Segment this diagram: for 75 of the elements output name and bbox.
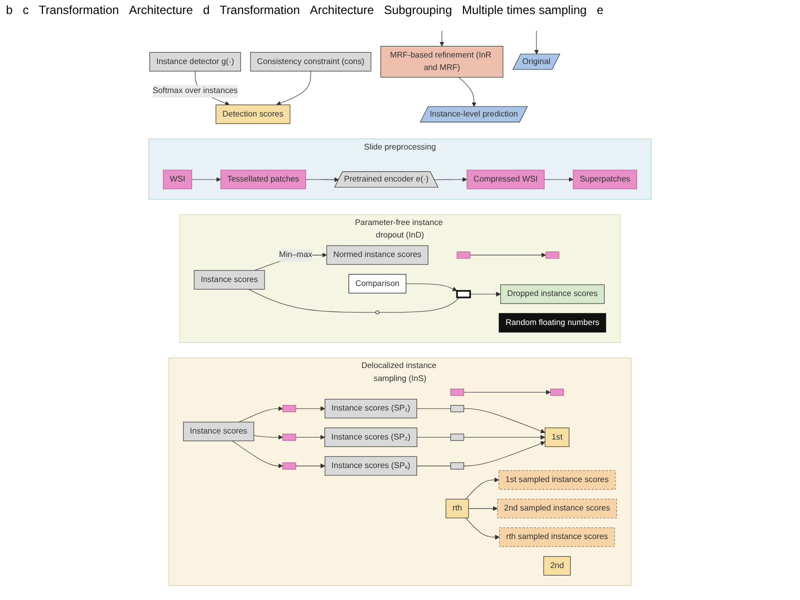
node-box: Dropped instance scores: [500, 284, 605, 304]
arrow: [276, 70, 311, 106]
node-box: Comparison: [348, 274, 406, 294]
connector: [378, 297, 460, 313]
node-box: Instance detector g(·): [149, 52, 241, 72]
node-bar: [456, 290, 471, 298]
node-box: Superpatches: [572, 170, 638, 190]
panel-text: e: [596, 3, 604, 17]
node-box: Instance scores (SP₁): [324, 398, 418, 418]
connector: [416, 437, 451, 438]
panel-text: c: [22, 3, 29, 17]
panel-text: Architecture: [310, 3, 374, 17]
node-box: Compressed WSI: [466, 170, 545, 190]
node-box: [282, 405, 296, 412]
node-box: [546, 252, 560, 259]
node-circle: [375, 310, 380, 314]
arrow: [464, 441, 546, 466]
arrow: [470, 292, 501, 297]
arrow: [534, 30, 539, 54]
node-box: rth sampled instance scores: [499, 528, 615, 547]
panel-text: Transformation: [38, 3, 119, 17]
node-box: [450, 434, 464, 441]
arrow: [192, 177, 221, 182]
arrow: [465, 478, 500, 500]
node-box: [450, 462, 464, 470]
arrow: [296, 406, 326, 412]
arrow: [465, 518, 500, 540]
panel-text: b: [6, 3, 13, 17]
node-box: Tessellated patches: [220, 170, 306, 190]
panel-text: d: [202, 3, 210, 17]
arrow: [470, 252, 546, 258]
node-box: Instance scores (SPₖ): [324, 456, 418, 476]
arrow: [254, 434, 283, 440]
arrow: [305, 177, 339, 182]
arrow: [296, 464, 326, 468]
arrow: [464, 434, 546, 440]
node-box: 1st: [544, 428, 570, 447]
edge-label: Min–max: [279, 250, 312, 260]
node-box: 2nd sampled instance scores: [497, 498, 617, 518]
node-box: Normed instance scores: [326, 245, 428, 265]
node-box: [282, 434, 296, 441]
arrow: [434, 177, 468, 182]
arrow: [406, 283, 458, 292]
node-box: Detection scores: [216, 104, 290, 124]
arrow: [464, 390, 551, 395]
node-box: rth: [446, 498, 469, 518]
node-box: Consistency constraint (cons): [250, 52, 372, 72]
arrow: [232, 440, 283, 468]
connector: [248, 288, 376, 313]
node-box: [450, 388, 464, 396]
arrow: [439, 30, 444, 46]
node-box: [282, 462, 296, 470]
panel-text: Transformation: [220, 3, 300, 17]
panel-text: Architecture: [128, 3, 193, 17]
panel-text: Multiple times sampling: [462, 3, 587, 17]
node-box: [450, 405, 464, 412]
arrow: [468, 506, 498, 511]
node-box: Instance scores: [183, 422, 254, 442]
node-box: 2nd: [543, 556, 571, 576]
arrow: [296, 434, 325, 440]
edge-label: Softmax over instances: [152, 86, 238, 96]
node-box: 1st sampled instance scores: [498, 470, 616, 490]
node-box: [456, 252, 470, 259]
arrow: [544, 177, 574, 182]
node-box: Instance scores: [194, 270, 265, 290]
node-box: WSI: [162, 170, 192, 190]
arrow: [238, 406, 283, 422]
arrow: [458, 77, 476, 107]
node-box: Instance scores (SP₂): [324, 428, 418, 447]
node-box: Random floating numbers: [498, 313, 606, 332]
node-box: [550, 388, 564, 396]
connector: [416, 408, 451, 409]
panel-text: Subgrouping: [384, 3, 452, 17]
node-box: MRF-based refinement (InR and MRF): [380, 46, 504, 78]
arrow: [464, 408, 546, 434]
